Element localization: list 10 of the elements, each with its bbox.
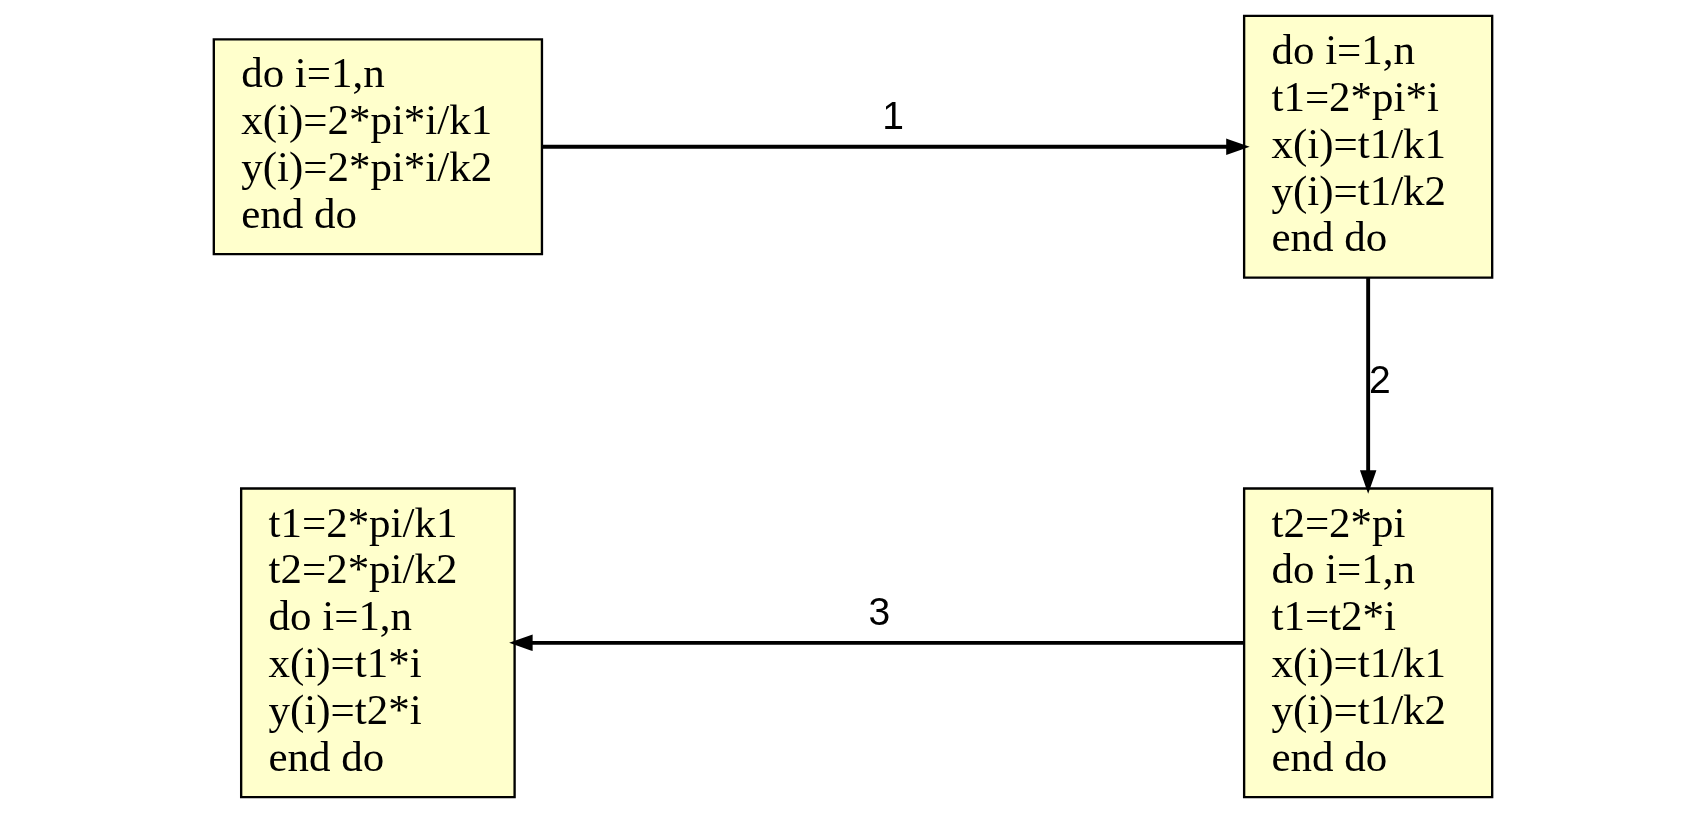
- edge-label: 2: [1369, 357, 1391, 401]
- node-box: t1=2*pi/k1 t2=2*pi/k2 do i=1,n x(i)=t1*i y(i)=t2*i end do: [240, 487, 516, 799]
- node-box: do i=1,n t1=2*pi*i x(i)=t1/k1 y(i)=t1/k2 end do: [1242, 14, 1494, 279]
- arrow: [1359, 278, 1377, 494]
- arrow: [509, 634, 1244, 652]
- edge-label: 1: [882, 94, 904, 138]
- node-box: t2=2*pi do i=1,n t1=t2*i x(i)=t1/k1 y(i)=t1/k2 end do: [1242, 487, 1494, 799]
- node-box: do i=1,n x(i)=2*pi*i/k1 y(i)=2*pi*i/k2 end do: [212, 38, 544, 256]
- arrow: [541, 138, 1250, 155]
- edge-label: 3: [868, 590, 891, 634]
